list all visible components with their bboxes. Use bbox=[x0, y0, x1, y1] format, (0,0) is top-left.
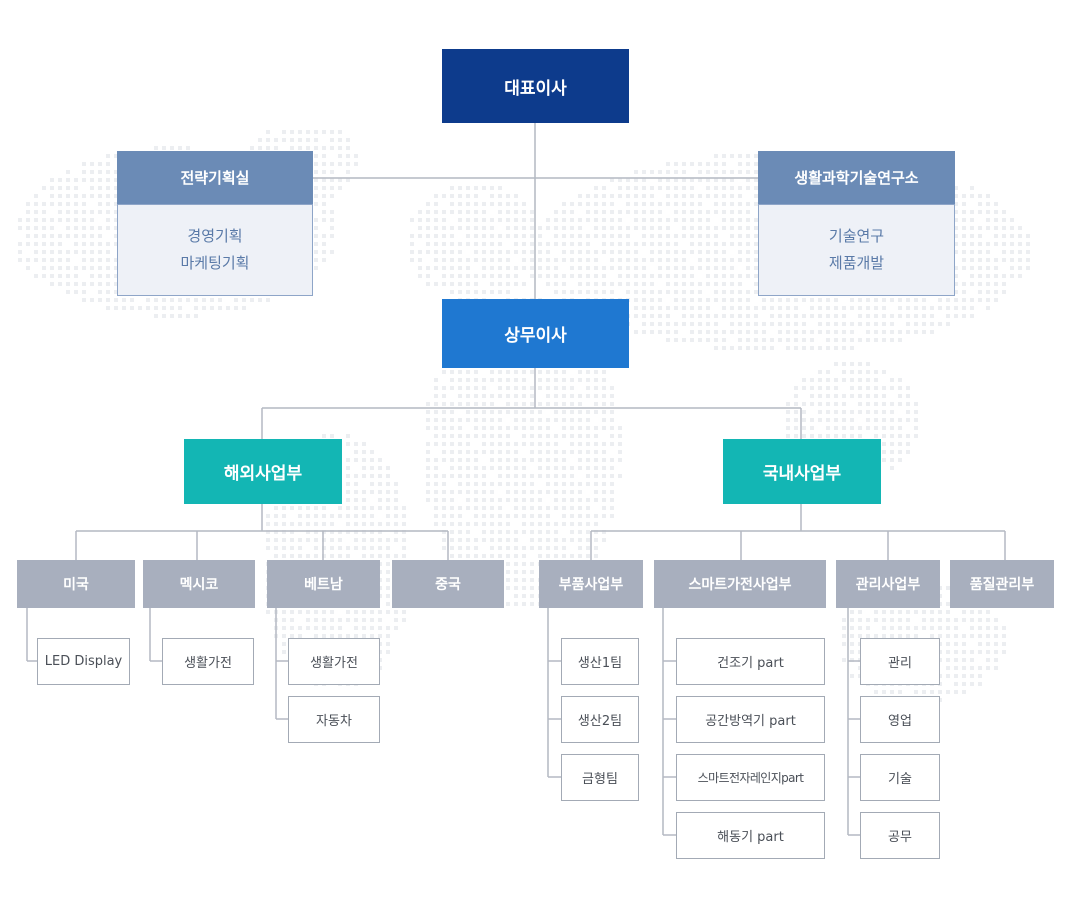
unit-quality-management: 품질관리부 bbox=[950, 560, 1054, 608]
unit-china: 중국 bbox=[392, 560, 504, 608]
leaf-usa-led-display: LED Display bbox=[37, 638, 130, 685]
leaf-technology: 기술 bbox=[860, 754, 940, 801]
ceo-box: 대표이사 bbox=[442, 49, 629, 123]
research-institute-header: 생활과학기술연구소 bbox=[758, 151, 955, 204]
research-institute-item: 기술연구 bbox=[828, 227, 885, 245]
strategy-office-item: 마케팅기획 bbox=[180, 254, 250, 272]
unit-usa: 미국 bbox=[17, 560, 135, 608]
unit-vietnam: 베트남 bbox=[267, 560, 380, 608]
leaf-mold-team: 금형팀 bbox=[561, 754, 639, 801]
strategy-office-header: 전략기획실 bbox=[117, 151, 313, 204]
leaf-space-disinfector-part: 공간방역기 part bbox=[676, 696, 825, 743]
leaf-administration: 관리 bbox=[860, 638, 940, 685]
leaf-dryer-part: 건조기 part bbox=[676, 638, 825, 685]
leaf-production-team-1: 생산1팀 bbox=[561, 638, 639, 685]
leaf-defroster-part: 해동기 part bbox=[676, 812, 825, 859]
research-institute-body: 기술연구 제품개발 bbox=[758, 204, 955, 296]
executive-director-box: 상무이사 bbox=[442, 299, 629, 368]
leaf-vietnam-appliance: 생활가전 bbox=[288, 638, 380, 685]
leaf-mexico-appliance: 생활가전 bbox=[162, 638, 254, 685]
unit-mexico: 멕시코 bbox=[143, 560, 255, 608]
leaf-production-team-2: 생산2팀 bbox=[561, 696, 639, 743]
unit-smart-appliance-business: 스마트가전사업부 bbox=[654, 560, 826, 608]
strategy-office-body: 경영기획 마케팅기획 bbox=[117, 204, 313, 296]
overseas-division-box: 해외사업부 bbox=[184, 439, 342, 504]
leaf-sales: 영업 bbox=[860, 696, 940, 743]
unit-parts-business: 부품사업부 bbox=[539, 560, 643, 608]
research-institute-item: 제품개발 bbox=[828, 254, 885, 272]
leaf-smart-microwave-part: 스마트전자레인지part bbox=[676, 754, 825, 801]
leaf-engineering-works: 공무 bbox=[860, 812, 940, 859]
strategy-office-item: 경영기획 bbox=[187, 227, 243, 245]
unit-management-business: 관리사업부 bbox=[836, 560, 940, 608]
domestic-division-box: 국내사업부 bbox=[723, 439, 881, 504]
leaf-vietnam-automobile: 자동차 bbox=[288, 696, 380, 743]
